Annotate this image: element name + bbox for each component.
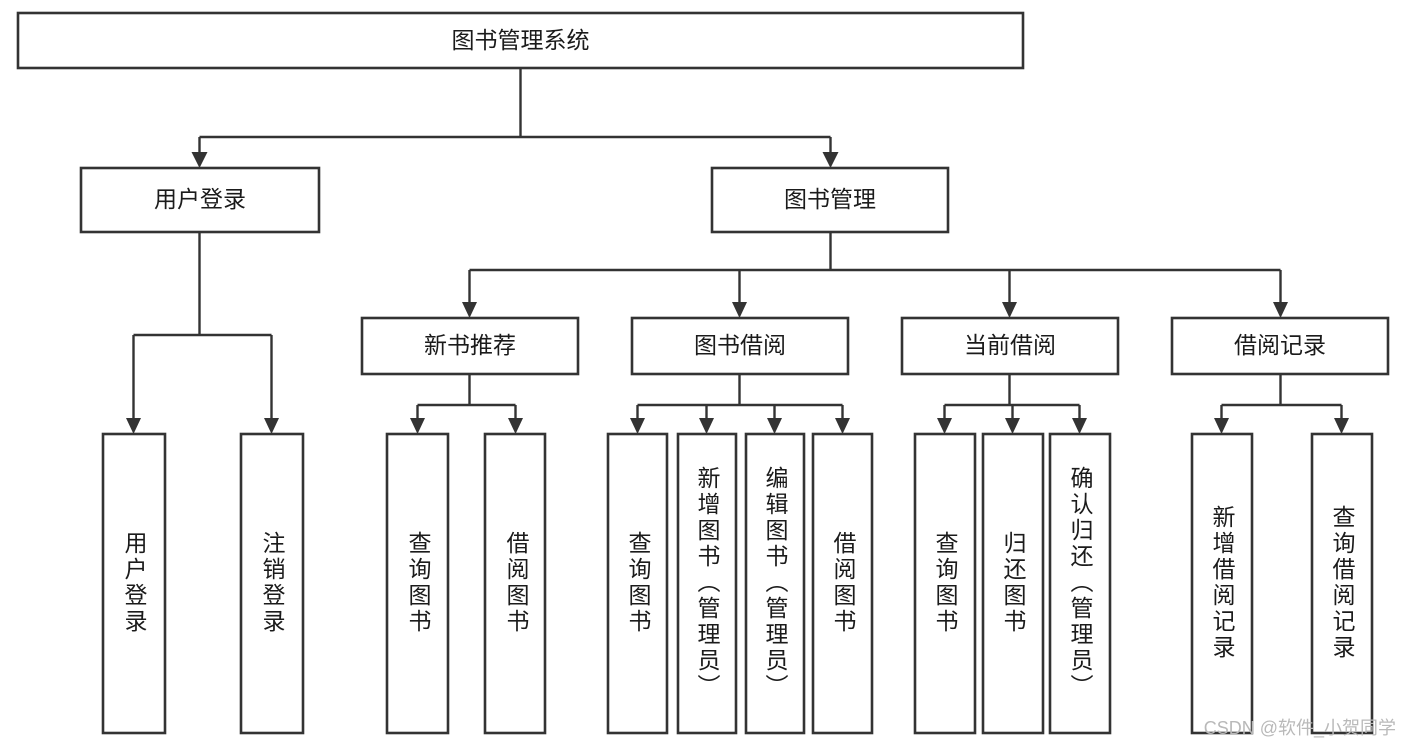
- leaf-query-book-3-box[interactable]: [913, 432, 977, 735]
- node-borrow-record-label: 借阅记录: [1234, 332, 1326, 358]
- arrow-head-icon: [835, 418, 850, 434]
- leaf-query-book-2-label: 查询图书: [625, 531, 652, 635]
- node-user-login[interactable]: 用户登录: [79, 166, 321, 234]
- arrow-head-icon: [508, 418, 523, 434]
- leaf-user-login-box[interactable]: [101, 432, 167, 735]
- arrow-head-icon: [191, 152, 208, 168]
- leaf-node-query-book-2[interactable]: 查询图书: [606, 432, 669, 735]
- leaf-node-logout[interactable]: 注销登录: [239, 432, 305, 735]
- arrow-head-icon: [699, 418, 714, 434]
- connector-layer: [126, 68, 1349, 434]
- leaf-node-add-book[interactable]: 新增图书（管理员）: [676, 432, 738, 735]
- arrow-head-icon: [937, 418, 952, 434]
- leaf-node-user-login[interactable]: 用户登录: [101, 432, 167, 735]
- arrow-head-icon: [732, 302, 747, 318]
- arrow-head-icon: [1214, 418, 1229, 434]
- leaf-node-add-borrow-record[interactable]: 新增借阅记录: [1190, 432, 1254, 735]
- arrow-head-icon: [462, 302, 477, 318]
- leaf-add-book-label: 新增图书（管理员）: [694, 466, 721, 700]
- node-user-login-label: 用户登录: [154, 186, 246, 212]
- leaf-node-query-book-3[interactable]: 查询图书: [913, 432, 977, 735]
- leaf-add-borrow-record-label: 新增借阅记录: [1209, 505, 1236, 661]
- leaf-node-edit-book[interactable]: 编辑图书（管理员）: [744, 432, 806, 735]
- leaf-add-borrow-record-box[interactable]: [1190, 432, 1254, 735]
- arrow-head-icon: [1334, 418, 1349, 434]
- node-book-borrow-label: 图书借阅: [694, 332, 786, 358]
- node-borrow-record-box[interactable]: [1170, 316, 1390, 376]
- leaf-query-borrow-record-box[interactable]: [1310, 432, 1374, 735]
- node-new-book-recommend-label: 新书推荐: [424, 332, 516, 358]
- node-book-borrow[interactable]: 图书借阅: [630, 316, 850, 376]
- node-book-management[interactable]: 图书管理: [710, 166, 950, 234]
- node-book-management-label: 图书管理: [784, 186, 876, 212]
- leaf-query-book-2-box[interactable]: [606, 432, 669, 735]
- node-root[interactable]: 图书管理系统: [16, 11, 1025, 70]
- leaf-confirm-return-label: 确认归还（管理员）: [1067, 466, 1094, 700]
- arrow-head-icon: [1072, 418, 1087, 434]
- arrow-head-icon: [410, 418, 425, 434]
- node-current-borrow-box[interactable]: [900, 316, 1120, 376]
- arrow-head-icon: [264, 418, 279, 434]
- leaf-edit-book-box[interactable]: [744, 432, 806, 735]
- leaf-user-login-label: 用户登录: [121, 531, 148, 635]
- leaf-node-return-book[interactable]: 归还图书: [981, 432, 1045, 735]
- arrow-head-icon: [126, 418, 141, 434]
- leaf-borrow-book-2-box[interactable]: [811, 432, 874, 735]
- arrow-head-icon: [1002, 302, 1017, 318]
- leaf-logout-box[interactable]: [239, 432, 305, 735]
- leaf-edit-book-label: 编辑图书（管理员）: [762, 466, 789, 700]
- node-current-borrow-label: 当前借阅: [964, 332, 1056, 358]
- leaf-node-query-book-1[interactable]: 查询图书: [385, 432, 450, 735]
- csdn-watermark: CSDN @软件_小贺同学: [1204, 718, 1396, 739]
- leaf-node-borrow-book-1[interactable]: 借阅图书: [483, 432, 547, 735]
- leaf-return-book-box[interactable]: [981, 432, 1045, 735]
- node-current-borrow[interactable]: 当前借阅: [900, 316, 1120, 376]
- leaf-borrow-book-1-label: 借阅图书: [503, 531, 530, 635]
- leaf-node-query-borrow-record[interactable]: 查询借阅记录: [1310, 432, 1374, 735]
- node-root-label: 图书管理系统: [452, 27, 590, 53]
- leaf-add-book-box[interactable]: [676, 432, 738, 735]
- node-new-book-recommend-box[interactable]: [360, 316, 580, 376]
- arrow-head-icon: [822, 152, 839, 168]
- leaf-borrow-book-1-box[interactable]: [483, 432, 547, 735]
- arrow-head-icon: [630, 418, 645, 434]
- node-book-borrow-box[interactable]: [630, 316, 850, 376]
- leaf-return-book-label: 归还图书: [1000, 531, 1027, 635]
- leaf-logout-label: 注销登录: [259, 531, 286, 635]
- leaf-query-borrow-record-label: 查询借阅记录: [1329, 505, 1356, 661]
- arrow-head-icon: [767, 418, 782, 434]
- leaf-borrow-book-2-label: 借阅图书: [830, 531, 857, 635]
- node-book-management-box[interactable]: [710, 166, 950, 234]
- node-borrow-record[interactable]: 借阅记录: [1170, 316, 1390, 376]
- node-new-book-recommend[interactable]: 新书推荐: [360, 316, 580, 376]
- leaf-node-confirm-return[interactable]: 确认归还（管理员）: [1048, 432, 1112, 735]
- node-user-login-box[interactable]: [79, 166, 321, 234]
- leaf-node-borrow-book-2[interactable]: 借阅图书: [811, 432, 874, 735]
- arrow-head-icon: [1005, 418, 1020, 434]
- node-root-box[interactable]: [16, 11, 1025, 70]
- leaf-query-book-1-box[interactable]: [385, 432, 450, 735]
- leaf-query-book-1-label: 查询图书: [405, 531, 432, 635]
- arrow-head-icon: [1273, 302, 1288, 318]
- leaf-query-book-3-label: 查询图书: [932, 531, 959, 635]
- leaf-confirm-return-box[interactable]: [1048, 432, 1112, 735]
